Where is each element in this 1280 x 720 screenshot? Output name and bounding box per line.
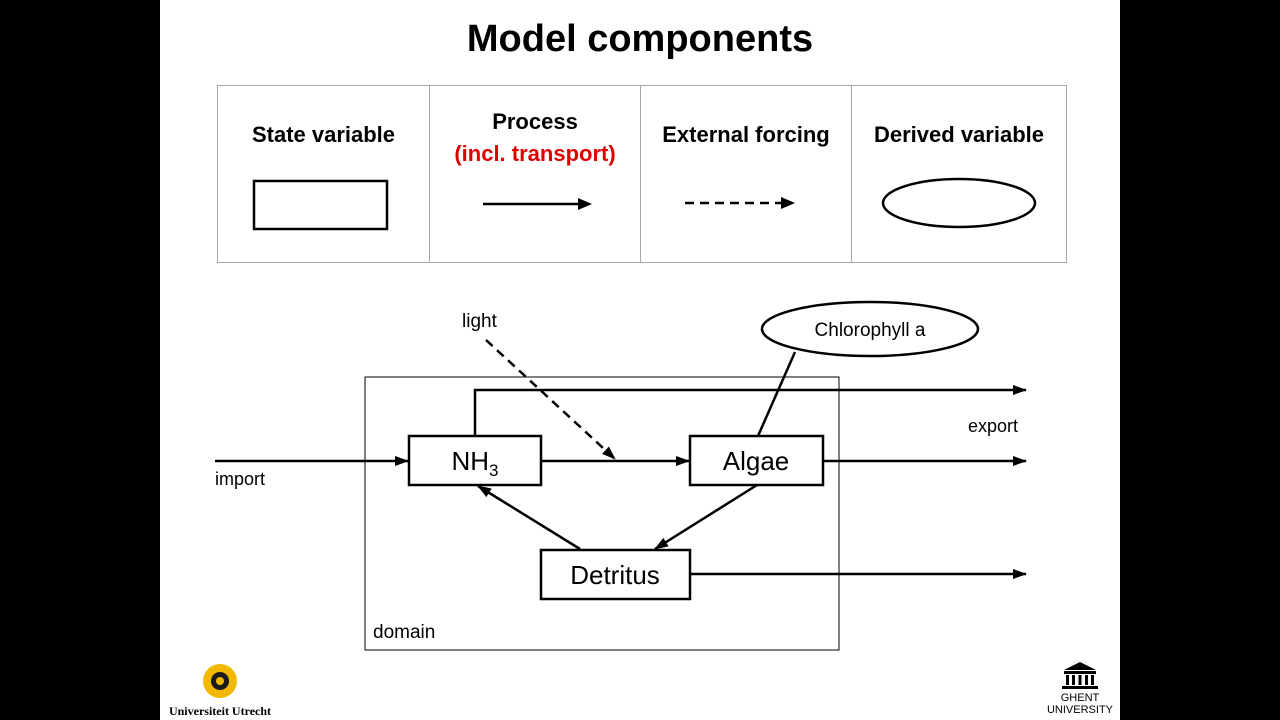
algae-label: Algae xyxy=(723,446,790,476)
import-label: import xyxy=(215,469,265,489)
chlorophyll-ellipse xyxy=(760,300,980,358)
slide-title: Model components xyxy=(466,18,814,60)
ghent-caption: GHENT UNIVERSITY xyxy=(1040,692,1120,716)
slide: Model components State variable Process … xyxy=(160,0,1120,720)
utrecht-caption: Universiteit Utrecht xyxy=(168,704,272,718)
ghent-logo: GHENT UNIVERSITY xyxy=(1040,658,1120,718)
nh3-export-arrow xyxy=(473,385,1027,436)
process-arrow-symbol xyxy=(483,198,592,210)
ghent-building-icon xyxy=(1062,662,1098,689)
legend-label-process: Process (incl. transport) xyxy=(430,106,640,170)
domain-label: domain xyxy=(373,622,435,643)
chlorophyll-label: Chlorophyll a xyxy=(815,320,926,341)
state-variable-symbol xyxy=(252,179,389,231)
legend-label-derived-variable: Derived variable xyxy=(874,122,1044,147)
light-label: light xyxy=(462,311,498,332)
nh3-box xyxy=(407,434,543,487)
export-label: export xyxy=(968,416,1018,436)
external-forcing-arrow-symbol xyxy=(685,197,795,209)
legend-cell-state-variable: State variable xyxy=(217,85,430,263)
detritus-box xyxy=(539,548,692,601)
derived-variable-ellipse xyxy=(881,177,1037,229)
ghent-caption-line2: UNIVERSITY xyxy=(1046,704,1113,716)
derived-variable-symbol xyxy=(881,177,1037,229)
legend-label-state-variable: State variable xyxy=(251,122,396,147)
utrecht-sun-icon xyxy=(203,664,237,698)
legend-cell-external-forcing: External forcing xyxy=(640,85,852,263)
nh3-label: NH3 xyxy=(451,446,498,480)
detritus-label: Detritus xyxy=(570,560,660,590)
utrecht-logo: Universiteit Utrecht xyxy=(164,660,276,720)
mortality-arrow xyxy=(654,483,758,551)
legend-label-external-forcing: External forcing xyxy=(662,122,830,147)
model-diagram: domain import export light Chlorophyll a… xyxy=(215,300,1027,651)
algae-box xyxy=(688,434,825,487)
legend-cell-derived-variable: Derived variable xyxy=(851,85,1067,263)
state-variable-rectangle xyxy=(252,179,389,231)
domain-box xyxy=(364,376,840,651)
ghent-caption-line1: GHENT xyxy=(1060,692,1100,704)
legend-cell-process: Process (incl. transport) xyxy=(429,85,641,263)
process-label: Process xyxy=(492,109,578,134)
mineralisation-arrow xyxy=(477,484,581,551)
chlorophyll-connector xyxy=(756,351,797,437)
process-note: (incl. transport) xyxy=(454,141,616,166)
